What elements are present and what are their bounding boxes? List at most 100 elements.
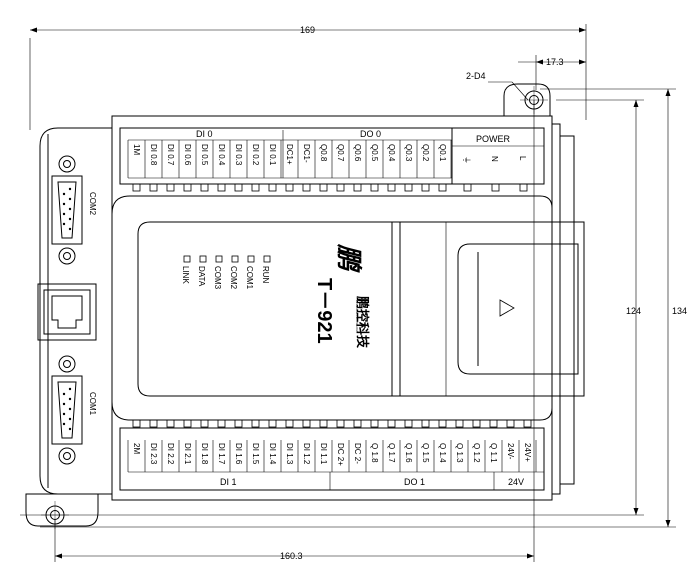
top-terminal-screw <box>268 183 277 192</box>
bottom-di-group-label: DI 1 <box>220 477 237 487</box>
power-terminal-label: ⏚ <box>462 156 471 164</box>
bottom-terminal-screw <box>285 419 294 428</box>
top-terminal-label: Q0.7 <box>336 144 345 162</box>
top-terminal-screw <box>149 183 158 192</box>
top-terminal-label: Q0.6 <box>353 144 362 162</box>
top-terminal-label: Q0.5 <box>370 144 379 162</box>
led-label: LINK <box>181 266 190 284</box>
bottom-terminal-label: DC 2- <box>353 443 362 464</box>
bottom-terminal-screw <box>166 419 175 428</box>
bottom-terminal-screw <box>404 419 413 428</box>
company-name: 鹏控科技 <box>355 296 370 349</box>
led-label: COM3 <box>213 266 222 290</box>
top-terminal-label: DI 0.2 <box>251 144 260 166</box>
led-label: RUN <box>261 266 270 284</box>
top-terminal-screw <box>200 183 209 192</box>
bottom-terminal-label: 24V- <box>506 443 515 460</box>
brand-logo: 鹏 <box>334 243 364 273</box>
top-terminal-label: DC1- <box>302 144 311 163</box>
dimension-heights <box>20 88 676 528</box>
top-terminal-label: DI 0.4 <box>217 144 226 166</box>
top-terminal-label: Q0.2 <box>421 144 430 162</box>
bottom-terminal-screw <box>421 419 430 428</box>
top-di-group-label: DI 0 <box>196 129 213 139</box>
top-terminal-label: DC1+ <box>285 144 294 165</box>
bottom-terminal-label: Q 1.4 <box>438 443 447 463</box>
front-cover <box>111 195 585 421</box>
bottom-terminal-screw <box>489 419 498 428</box>
power-terminal-label: L <box>518 156 527 161</box>
bottom-terminal-label: DI 1.1 <box>319 443 328 465</box>
bottom-terminal-label: DI 2.1 <box>183 443 192 465</box>
bottom-terminal-label: Q 1.3 <box>455 443 464 463</box>
bottom-terminal-screw <box>234 419 243 428</box>
power-terminal-label: N <box>490 156 499 162</box>
bottom-terminal-label: Q 1.2 <box>472 443 481 463</box>
power-group-label: POWER <box>476 134 511 144</box>
top-terminal-screw <box>302 183 311 192</box>
dim-ear-offset: 17.3 <box>546 57 564 67</box>
top-terminal-label: Q0.1 <box>438 144 447 162</box>
bottom-terminal-label: Q 1.5 <box>421 443 430 463</box>
bottom-terminal-label: Q 1.8 <box>370 443 379 463</box>
bottom-terminal-label: DC 2+ <box>336 443 345 466</box>
top-terminal-screw <box>421 183 430 192</box>
top-terminal-screw <box>387 183 396 192</box>
top-terminal-screw <box>132 183 141 192</box>
top-terminal-label: DI 0.5 <box>200 144 209 166</box>
power-terminal-screw <box>491 183 500 192</box>
com1-port <box>51 355 83 465</box>
top-terminal-screw <box>370 183 379 192</box>
top-terminal-screw <box>251 183 260 192</box>
top-terminal-block <box>119 127 545 192</box>
bottom-terminal-label: DI 1.8 <box>200 443 209 465</box>
top-terminal-screw <box>404 183 413 192</box>
top-terminal-label: Q0.3 <box>404 144 413 162</box>
mounting-hole-top <box>520 86 548 114</box>
bottom-terminal-label: DI 1.3 <box>285 443 294 465</box>
bottom-terminal-screw <box>132 419 141 428</box>
bottom-terminal-screw <box>353 419 362 428</box>
bottom-terminal-screw <box>319 419 328 428</box>
top-terminal-label: Q0.8 <box>319 144 328 162</box>
top-terminal-screw <box>319 183 328 192</box>
top-terminal-screw <box>285 183 294 192</box>
bottom-terminal-label: DI 2.3 <box>149 443 158 465</box>
top-terminal-label: Q0.4 <box>387 144 396 162</box>
top-terminal-label: DI 0.1 <box>268 144 277 166</box>
com2-label: COM2 <box>88 192 97 216</box>
bottom-terminal-label: Q 1.1 <box>489 443 498 463</box>
dimension-overall-width <box>29 24 587 130</box>
dim-hole-callout: 2-D4 <box>466 71 486 81</box>
dim-overall-width: 169 <box>300 25 315 35</box>
bottom-terminal-screw <box>438 419 447 428</box>
top-terminal-label: DI 0.6 <box>183 144 192 166</box>
bottom-terminal-screw <box>251 419 260 428</box>
dim-hole-spacing: 160.3 <box>280 551 303 561</box>
top-terminal-screw <box>438 183 447 192</box>
bottom-terminal-screw <box>455 419 464 428</box>
mounting-hole-bottom <box>41 501 69 529</box>
led-indicators <box>183 255 271 263</box>
top-terminal-screw <box>183 183 192 192</box>
bottom-supply-group-label: 24V <box>508 477 524 487</box>
hole-callout-leader <box>488 81 529 101</box>
bottom-terminal-label: Q 1.7 <box>387 443 396 463</box>
bottom-terminal-label: Q 1.6 <box>404 443 413 463</box>
bottom-terminal-block <box>119 419 545 491</box>
bottom-terminal-screw <box>183 419 192 428</box>
bottom-terminal-screw <box>370 419 379 428</box>
dimension-hole-spacing <box>54 100 535 562</box>
bottom-terminal-label: DI 2.2 <box>166 443 175 465</box>
top-terminal-label: DI 0.8 <box>149 144 158 166</box>
top-terminal-label: 1M <box>132 144 141 155</box>
top-terminal-label: DI 0.7 <box>166 144 175 166</box>
bottom-terminal-screw <box>472 419 481 428</box>
bottom-terminal-screw <box>336 419 345 428</box>
top-terminal-screw <box>353 183 362 192</box>
top-terminal-screw <box>217 183 226 192</box>
bottom-terminal-screw <box>302 419 311 428</box>
bottom-terminal-label: DI 1.2 <box>302 443 311 465</box>
led-label: COM1 <box>245 266 254 290</box>
